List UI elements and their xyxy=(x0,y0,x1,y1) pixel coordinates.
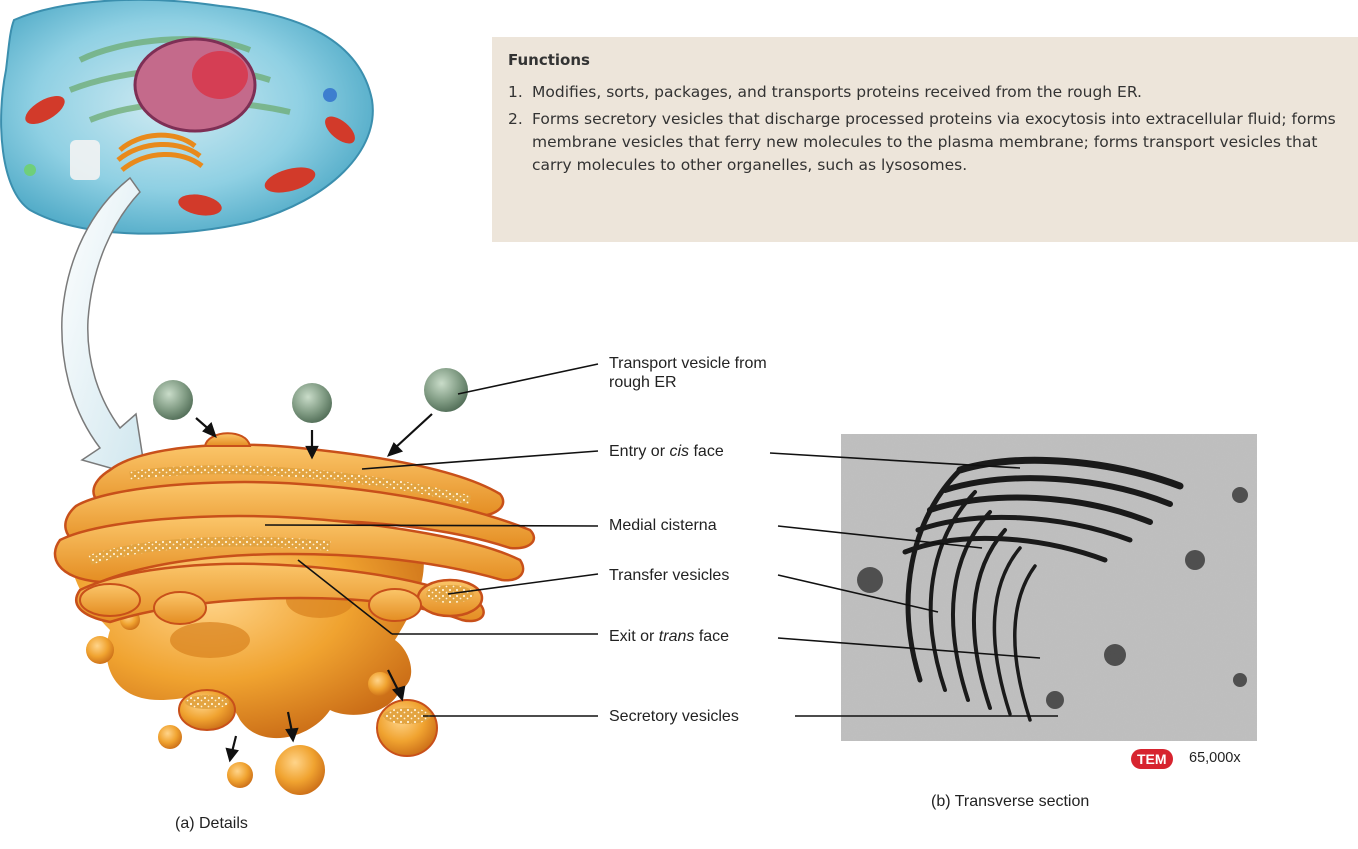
tem-micrograph xyxy=(841,434,1257,741)
caption-transverse-section: (b) Transverse section xyxy=(931,793,1089,811)
item-number: 1. xyxy=(508,81,523,104)
functions-heading: Functions xyxy=(508,51,1342,69)
label-transport-vesicle: Transport vesicle from rough ER xyxy=(609,354,809,392)
label-medial-cisterna: Medial cisterna xyxy=(609,516,717,535)
functions-item: 1. Modifies, sorts, packages, and transpo… xyxy=(508,81,1342,104)
label-entry-prefix: Entry or xyxy=(609,443,669,460)
label-transfer-vesicles: Transfer vesicles xyxy=(609,566,729,585)
label-entry-suffix: face xyxy=(689,443,724,460)
functions-item: 2. Forms secretory vesicles that discharg… xyxy=(508,108,1342,177)
label-entry-cis-face: Entry or cis face xyxy=(609,442,724,461)
item-number: 2. xyxy=(508,108,523,131)
transport-vesicles xyxy=(153,368,468,423)
label-exit-prefix: Exit or xyxy=(609,628,659,645)
tem-badge: TEM xyxy=(1131,749,1173,769)
cell-illustration xyxy=(1,0,373,234)
golgi-illustration xyxy=(55,433,534,795)
label-entry-italic: cis xyxy=(669,443,689,460)
item-text: Forms secretory vesicles that discharge … xyxy=(532,110,1336,174)
label-exit-suffix: face xyxy=(694,628,729,645)
functions-box: Functions 1. Modifies, sorts, packages, a… xyxy=(492,37,1358,242)
caption-details: (a) Details xyxy=(175,815,248,833)
item-text: Modifies, sorts, packages, and transport… xyxy=(532,83,1142,101)
label-exit-trans-face: Exit or trans face xyxy=(609,627,729,646)
magnification: 65,000x xyxy=(1189,750,1241,766)
label-secretory-vesicles: Secretory vesicles xyxy=(609,707,739,726)
label-exit-italic: trans xyxy=(659,628,695,645)
functions-list: 1. Modifies, sorts, packages, and transpo… xyxy=(508,81,1342,177)
